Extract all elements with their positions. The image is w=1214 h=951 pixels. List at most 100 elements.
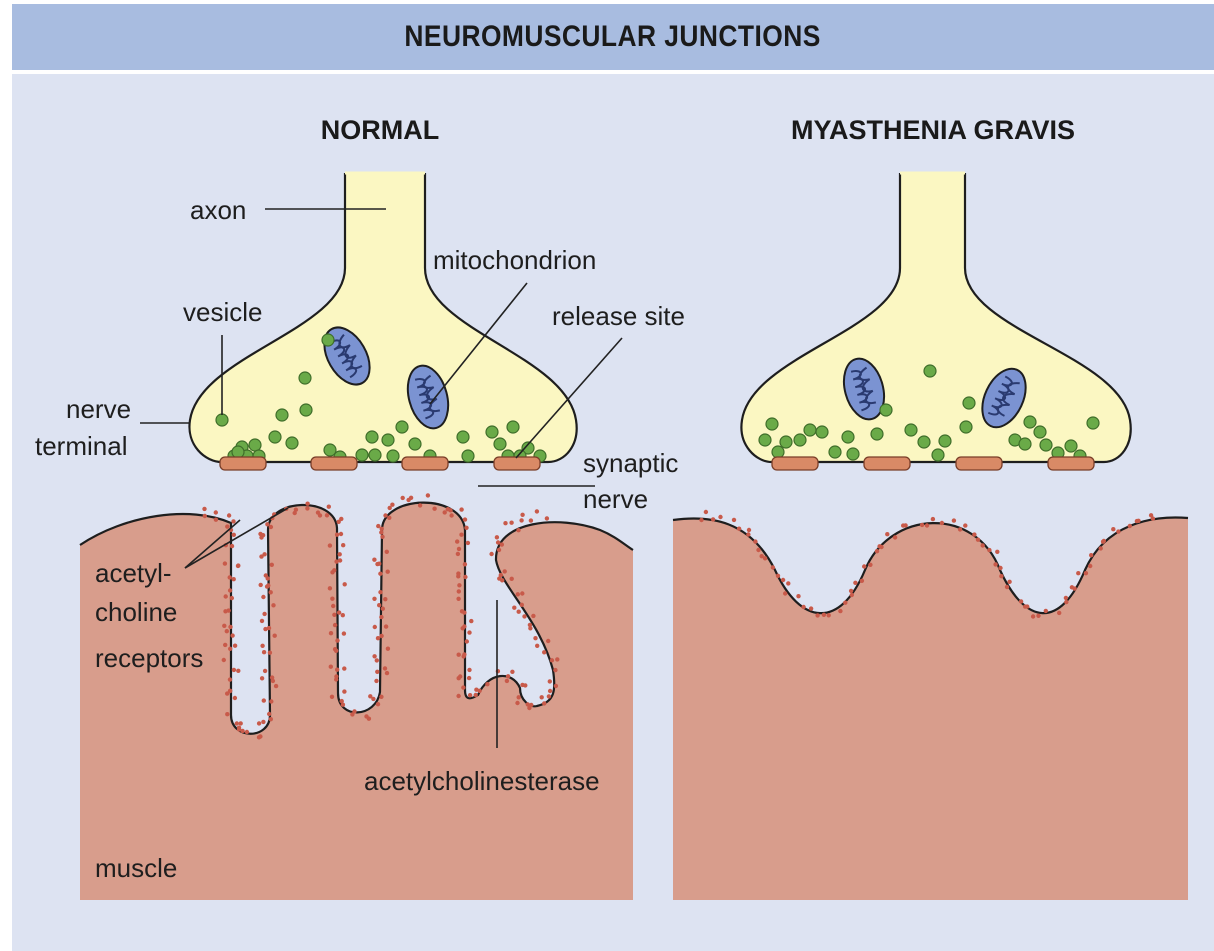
vesicle	[299, 372, 311, 384]
receptor-particle	[459, 533, 463, 537]
receptor-particle	[378, 572, 382, 576]
receptor-particle	[515, 701, 519, 705]
label-nerve: nerve	[66, 394, 131, 424]
receptor-particle	[474, 693, 478, 697]
receptor-particle	[342, 689, 346, 693]
label-choline: choline	[95, 597, 177, 627]
receptor-particle	[364, 714, 368, 718]
receptor-particle	[455, 539, 459, 543]
receptor-particle	[457, 547, 461, 551]
receptor-particle	[330, 597, 334, 601]
receptor-particle	[529, 703, 533, 707]
receptor-particle	[801, 605, 805, 609]
receptor-particle	[233, 696, 237, 700]
receptor-particle	[786, 581, 790, 585]
receptor-particle	[456, 597, 460, 601]
receptor-particle	[860, 579, 864, 583]
receptor-particle	[459, 507, 463, 511]
receptor-particle	[1089, 553, 1093, 557]
receptor-particle	[331, 604, 335, 608]
receptor-particle	[999, 574, 1003, 578]
nerve-terminal-myasthenia	[741, 173, 1130, 462]
vesicle	[300, 404, 312, 416]
receptor-particle	[746, 532, 750, 536]
vesicle	[322, 334, 334, 346]
heading-myasthenia-gravis: MYASTHENIA GRAVIS	[791, 115, 1075, 145]
receptor-particle	[469, 619, 473, 623]
receptor-particle	[497, 548, 501, 552]
receptor-particle	[261, 595, 265, 599]
receptor-particle	[850, 593, 854, 597]
vesicle	[232, 446, 244, 458]
receptor-particle	[783, 591, 787, 595]
receptor-particle	[379, 615, 383, 619]
receptor-particle	[260, 644, 264, 648]
label-receptors: receptors	[95, 643, 203, 673]
receptor-particle	[533, 636, 537, 640]
receptor-particle	[259, 554, 263, 558]
receptor-particle	[385, 671, 389, 675]
receptor-particle	[264, 573, 268, 577]
vesicle	[963, 397, 975, 409]
receptor-particle	[1007, 580, 1011, 584]
receptor-particle	[457, 676, 461, 680]
receptor-particle	[815, 613, 819, 617]
receptor-particle	[528, 626, 532, 630]
receptor-particle	[519, 518, 523, 522]
receptor-particle	[503, 569, 507, 573]
vesicle	[939, 435, 951, 447]
vesicle	[1087, 417, 1099, 429]
receptor-particle	[505, 679, 509, 683]
label-terminal: terminal	[35, 431, 127, 461]
receptor-particle	[262, 698, 266, 702]
receptor-particle	[463, 575, 467, 579]
receptor-particle	[406, 498, 410, 502]
receptor-particle	[329, 631, 333, 635]
receptor-particle	[520, 513, 524, 517]
vesicle	[1024, 416, 1036, 428]
receptor-particle	[236, 669, 240, 673]
vesicle	[276, 409, 288, 421]
receptor-particle	[377, 603, 381, 607]
receptor-particle	[443, 510, 447, 514]
receptor-particle	[503, 521, 507, 525]
vesicle	[387, 450, 399, 462]
receptor-particle	[1057, 611, 1061, 615]
receptor-particle	[535, 509, 539, 513]
vesicle	[1034, 426, 1046, 438]
receptor-particle	[499, 573, 503, 577]
receptor-particle	[257, 735, 261, 739]
receptor-particle	[489, 552, 493, 556]
receptor-particle	[418, 503, 422, 507]
receptor-particle	[952, 518, 956, 522]
receptor-particle	[849, 589, 853, 593]
receptor-particle	[512, 606, 516, 610]
receptor-particle	[261, 720, 265, 724]
receptor-particle	[337, 610, 341, 614]
receptor-particle	[548, 689, 552, 693]
receptor-particle	[554, 684, 558, 688]
label-synaptic: synaptic	[583, 448, 678, 478]
receptor-particle	[732, 518, 736, 522]
receptor-particle	[342, 631, 346, 635]
receptor-particle	[555, 657, 559, 661]
vesicle	[507, 421, 519, 433]
receptor-particle	[1072, 586, 1076, 590]
receptor-particle	[274, 684, 278, 688]
receptor-particle	[885, 532, 889, 536]
receptor-particle	[223, 561, 227, 565]
receptor-particle	[224, 594, 228, 598]
vesicle	[905, 424, 917, 436]
receptor-particle	[467, 668, 471, 672]
vesicle	[462, 450, 474, 462]
receptor-particle	[263, 627, 267, 631]
receptor-particle	[341, 543, 345, 547]
receptor-particle	[240, 729, 244, 733]
vesicle	[772, 446, 784, 458]
receptor-particle	[383, 513, 387, 517]
receptor-particle	[517, 695, 521, 699]
receptor-particle	[335, 668, 339, 672]
receptor-particle	[993, 562, 997, 566]
receptor-particle	[305, 502, 309, 506]
